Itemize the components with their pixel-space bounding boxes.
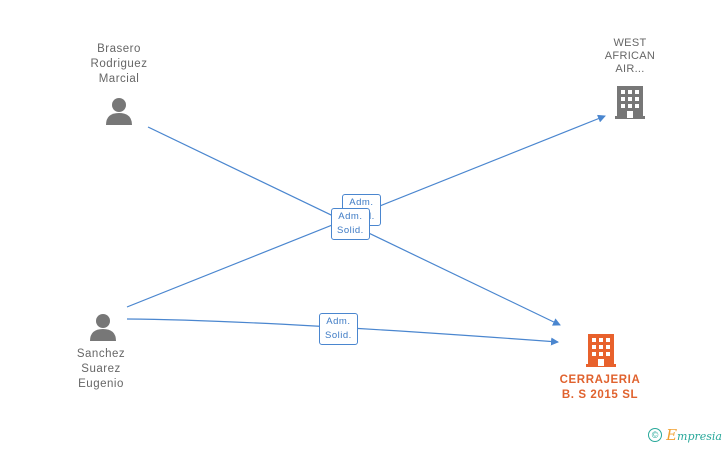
copyright-icon: © [648, 428, 663, 442]
node-label-brasero[interactable]: Brasero Rodriguez Marcial [90, 43, 148, 85]
node-label-sanchez[interactable]: Sanchez Suarez Eugenio [76, 348, 126, 390]
node-label-cerrajeria[interactable]: CERRAJERIA B. S 2015 SL [559, 374, 641, 401]
edge-label-sanchez-west-african: Adm. Solid. [331, 208, 370, 240]
person-icon[interactable] [106, 98, 132, 125]
edge-sanchez-cerrajeria [126, 318, 559, 346]
footer-brand: © Empresia [648, 426, 722, 444]
building-icon-focus[interactable] [586, 334, 616, 367]
building-icon[interactable] [615, 86, 645, 119]
brand-logo[interactable]: Empresia [666, 426, 722, 444]
edge-label-sanchez-cerrajeria: Adm. Solid. [319, 313, 358, 345]
node-label-west-african[interactable]: WEST AFRICAN AIR... [604, 37, 656, 75]
person-icon[interactable] [90, 314, 116, 341]
